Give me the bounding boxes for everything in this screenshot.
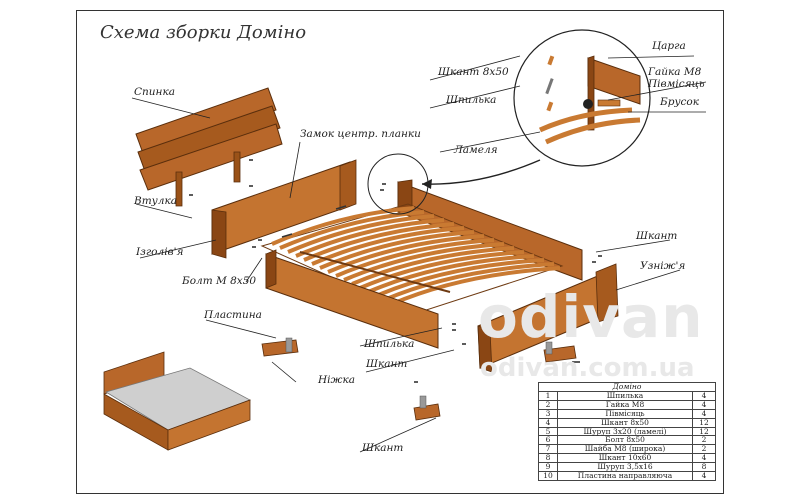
detail-arrow <box>421 159 541 185</box>
parts-cell-name: Шкант 8х50 <box>557 417 693 428</box>
label-shpylka-mid: Шпилька <box>364 338 415 350</box>
label-shkant-right: Шкант <box>636 230 678 242</box>
label-lamelya: Ламеля <box>454 144 498 156</box>
parts-cell-qty: 4 <box>692 399 716 410</box>
slat-frame <box>260 203 564 315</box>
label-shkant-bottom: Шкант <box>362 442 404 454</box>
label-spynka: Спинка <box>134 86 176 98</box>
parts-cell-qty: 4 <box>692 471 716 481</box>
label-vtulka: Втулка <box>134 195 177 207</box>
foot-rail <box>477 263 619 373</box>
assembled-bed-thumbnail <box>103 351 251 451</box>
label-pivmisyats: Півмісяць <box>648 78 705 90</box>
parts-cell-name: Гайка М8 <box>557 399 693 410</box>
detail-circle <box>513 29 651 167</box>
parts-cell-qty: 12 <box>692 417 716 428</box>
label-bolt: Болт М 8х50 <box>182 275 257 287</box>
label-shkant-8x50: Шкант 8х50 <box>438 66 509 78</box>
label-haika: Гайка М8 <box>648 66 702 78</box>
parts-cell-n: 1 <box>538 390 558 401</box>
parts-cell-n: 2 <box>538 399 558 410</box>
label-shpylka-top: Шпилька <box>446 94 497 106</box>
label-brusok: Брусок <box>660 96 700 108</box>
parts-cell-n: 3 <box>538 408 558 419</box>
watermark-url: odivan.com.ua <box>480 353 695 383</box>
label-zamok: Замок центр. планки <box>300 128 421 140</box>
leader-lines <box>131 55 707 453</box>
hardware-marks <box>189 159 602 383</box>
parts-cell-n: 4 <box>538 417 558 428</box>
label-tsarha: Царга <box>652 40 686 52</box>
label-uznizhya: Узніж'я <box>640 260 686 272</box>
parts-cell-name: Шпилька <box>557 390 693 401</box>
headboard <box>135 87 283 207</box>
parts-cell-name: Пластина направляюча <box>557 471 693 481</box>
label-shkant-mid: Шкант <box>366 358 408 370</box>
head-rail <box>211 159 357 259</box>
label-nizhka: Ніжка <box>318 374 355 386</box>
parts-cell-qty: 4 <box>692 408 716 419</box>
label-izholivya: Ізголів'я <box>136 246 184 258</box>
parts-cell-name: Півмісяць <box>557 408 693 419</box>
diagram-title: Схема зборки Доміно <box>100 22 307 43</box>
label-plastyna: Пластина <box>204 309 262 321</box>
watermark-brand: odivan <box>478 283 704 351</box>
foot-pieces <box>261 337 577 421</box>
side-rail-front <box>265 249 439 349</box>
parts-cell-qty: 4 <box>692 390 716 401</box>
parts-cell-n: 10 <box>538 471 558 481</box>
